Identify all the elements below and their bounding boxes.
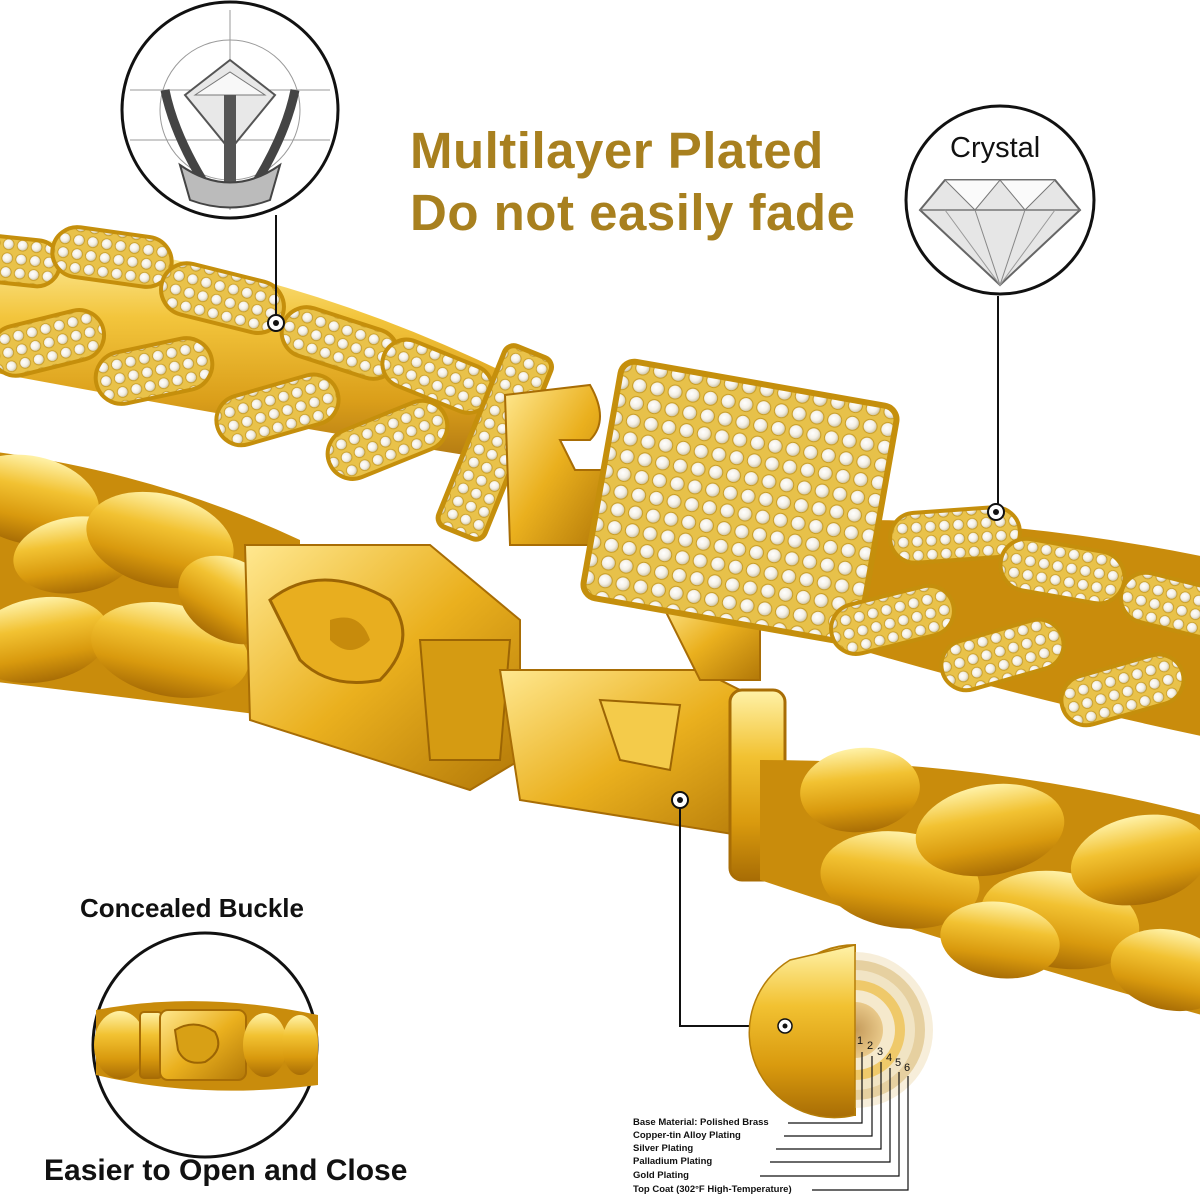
layer-label-1: Base Material: Polished Brass	[633, 1117, 769, 1128]
easier-to-open-caption: Easier to Open and Close	[44, 1154, 408, 1187]
layer-number-5: 5	[895, 1057, 902, 1069]
layer-label-2: Copper-tin Alloy Plating	[633, 1130, 741, 1141]
headline-line-2: Do not easily fade	[410, 184, 856, 241]
iced-chain-right	[580, 358, 1200, 736]
layer-cross-section-icon	[748, 943, 933, 1119]
crystal-label: Crystal	[950, 132, 1041, 164]
layer-number-6: 6	[904, 1062, 911, 1074]
layer-number-1: 1	[857, 1035, 864, 1047]
layer-label-4: Palladium Plating	[633, 1156, 713, 1167]
buckle-closeup-icon	[91, 931, 319, 1159]
headline-line-1: Multilayer Plated	[410, 122, 824, 179]
layer-number-2: 2	[867, 1040, 874, 1052]
layer-label-3: Silver Plating	[633, 1143, 694, 1154]
layer-label-6: Top Coat (302°F High-Temperature)	[633, 1184, 792, 1195]
iced-chain-left	[0, 225, 609, 546]
crystal-gem-icon	[904, 104, 1096, 296]
layer-label-5: Gold Plating	[633, 1170, 689, 1181]
concealed-buckle-title: Concealed Buckle	[80, 893, 304, 923]
prong-setting-icon	[120, 0, 340, 220]
layer-number-4: 4	[886, 1052, 893, 1064]
headline: Multilayer Plated Do not easily fade	[410, 120, 855, 244]
layer-leader-lines	[760, 1052, 909, 1191]
plain-chain-left	[0, 452, 521, 792]
layer-number-3: 3	[877, 1046, 884, 1058]
